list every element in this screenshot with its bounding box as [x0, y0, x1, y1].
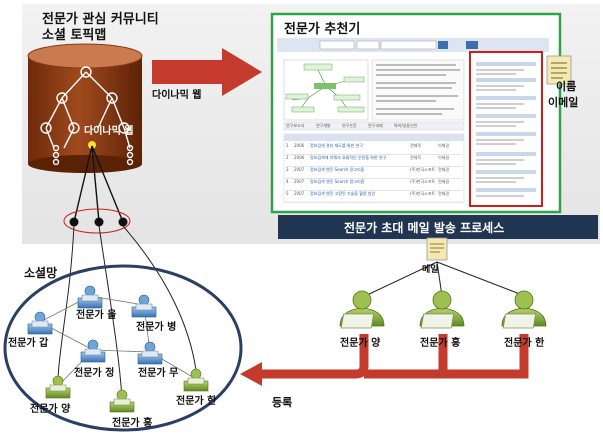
- invited-person-icon-yang: [339, 290, 385, 329]
- table-cell: (주)한국소프트: [410, 191, 436, 196]
- mail-distribution-lines: [364, 261, 526, 297]
- invited-expert-hong-label: 전문가 홍: [420, 338, 461, 349]
- mail-label: 메일: [422, 265, 439, 275]
- expert-gap-label: 전문가 갑: [8, 338, 49, 349]
- table-cell: (주)한국소프트: [410, 179, 436, 184]
- network-link-curves: [57, 225, 197, 401]
- screenshot-tab: 연구논문: [342, 123, 357, 128]
- table-cell: 전재권: [438, 191, 450, 196]
- invited-person-icon-hong: [419, 290, 465, 329]
- expert-yang-label: 전문가 양: [30, 404, 71, 415]
- connector-highlight-ellipse: [63, 208, 131, 234]
- table-cell: 1: [286, 143, 289, 148]
- table-cell: 전재욱: [410, 143, 422, 148]
- topic-map-title-line1: 전문가 관심 커뮤니티: [42, 12, 159, 27]
- expert-jeong-label: 전문가 정: [74, 368, 115, 379]
- network-person-icon-mu: [137, 341, 163, 365]
- screenshot-tab: 특허/실용신안: [394, 123, 418, 128]
- table-cell: 2006: [294, 143, 305, 148]
- social-network-label: 소셜망: [24, 266, 58, 280]
- topic-map-database: [27, 43, 143, 173]
- table-row: 1 2006 정보검색 관리 제도를 위한 연구 전재욱 이재권: [286, 143, 462, 155]
- register-arrow: [240, 334, 529, 386]
- table-row: 4 2007 정보검색 엔진 Search 알고리즘 (주)한국소프트 전재권: [286, 179, 462, 191]
- dynamic-web-label: 다이나믹 웹: [152, 90, 202, 101]
- table-cell: 정보검색에 의해서 효율적인 운용을 위한 연구: [310, 155, 387, 160]
- table-row: 5 2007 정보검색 엔진 고정된 기술을 활용 방안 (주)한국소프트 전재…: [286, 191, 462, 203]
- expert-byeong-label: 전문가 병: [136, 322, 177, 333]
- table-cell: 정보검색 엔진 Search 알고리즘: [310, 179, 365, 184]
- mail-process-title: 전문가 초대 메일 발송 프로세스: [344, 221, 505, 235]
- table-cell: (주)한국소프트: [410, 167, 436, 172]
- email-label: 이메일: [548, 96, 579, 109]
- table-cell: 2007: [294, 167, 305, 172]
- table-cell: 전재욱: [410, 155, 422, 160]
- table-cell: 2: [286, 155, 289, 160]
- connector-node-icon: [69, 217, 79, 227]
- table-cell: 4: [286, 179, 289, 184]
- screenshot-tab: 연구개발: [316, 123, 331, 128]
- email-document-icon: [546, 55, 572, 85]
- highlight-node-icon: [88, 141, 96, 149]
- network-person-icon-han: [183, 368, 209, 392]
- network-person-icon-yang: [45, 375, 71, 399]
- recommender-title: 전문가 추천기: [284, 22, 361, 37]
- connector-node-icon: [118, 217, 128, 227]
- table-cell: 5: [286, 191, 289, 196]
- mail-document-icon: [426, 237, 448, 261]
- db-dynamic-web-label: 다이나믹 웹: [84, 126, 134, 137]
- network-person-icon-gap: [27, 311, 53, 335]
- screenshot-tab: 연구보고서: [286, 123, 305, 128]
- network-person-icon-hong: [109, 389, 135, 413]
- table-cell: 정보검색 관리 제도를 위한 연구: [310, 143, 363, 148]
- screenshot-tab: 연구과제: [368, 123, 383, 128]
- expert-han-label: 전문가 한: [176, 396, 217, 407]
- expert-hong-label: 전문가 홍: [112, 418, 153, 429]
- table-cell: 이재권: [438, 143, 450, 148]
- topic-map-title-line2: 소셜 토픽맵: [42, 28, 107, 43]
- mail-process-banner: [278, 215, 598, 239]
- dynamic-web-arrow: [152, 48, 262, 96]
- register-label: 등록: [272, 396, 293, 409]
- table-cell: 2007: [294, 179, 305, 184]
- invited-person-icon-han: [501, 290, 547, 329]
- network-person-icon-jeong: [80, 339, 106, 363]
- table-cell: 정보검색 엔진 고정된 기술을 활용 방안: [310, 191, 376, 196]
- name-label: 이름: [556, 80, 577, 93]
- network-person-icon-eul: [77, 285, 103, 309]
- table-cell: 전재권: [438, 167, 450, 172]
- table-cell: 3: [286, 167, 289, 172]
- connector-node-icon: [94, 217, 104, 227]
- table-row: 2 2006 정보검색에 의해서 효율적인 운용을 위한 연구 전재욱 이재권: [286, 155, 462, 167]
- social-network-ellipse: [3, 264, 243, 432]
- invited-expert-yang-label: 전문가 양: [340, 338, 381, 349]
- screenshot-table: 1 2006 정보검색 관리 제도를 위한 연구 전재욱 이재권 2 2006 …: [286, 143, 462, 203]
- expert-mu-label: 전문가 무: [138, 368, 179, 379]
- table-cell: 2006: [294, 155, 305, 160]
- table-cell: 이재권: [438, 155, 450, 160]
- table-cell: 2007: [294, 191, 305, 196]
- invited-expert-han-label: 전문가 한: [504, 338, 545, 349]
- expert-eul-label: 전문가 을: [76, 310, 117, 321]
- topic-map-tree: [40, 66, 134, 166]
- table-cell: 정보검색 엔진 Search 알고리즘: [310, 167, 365, 172]
- table-cell: 전재권: [438, 179, 450, 184]
- table-row: 3 2007 정보검색 엔진 Search 알고리즘 (주)한국소프트 전재권: [286, 167, 462, 179]
- network-person-icon-byeong: [131, 294, 157, 318]
